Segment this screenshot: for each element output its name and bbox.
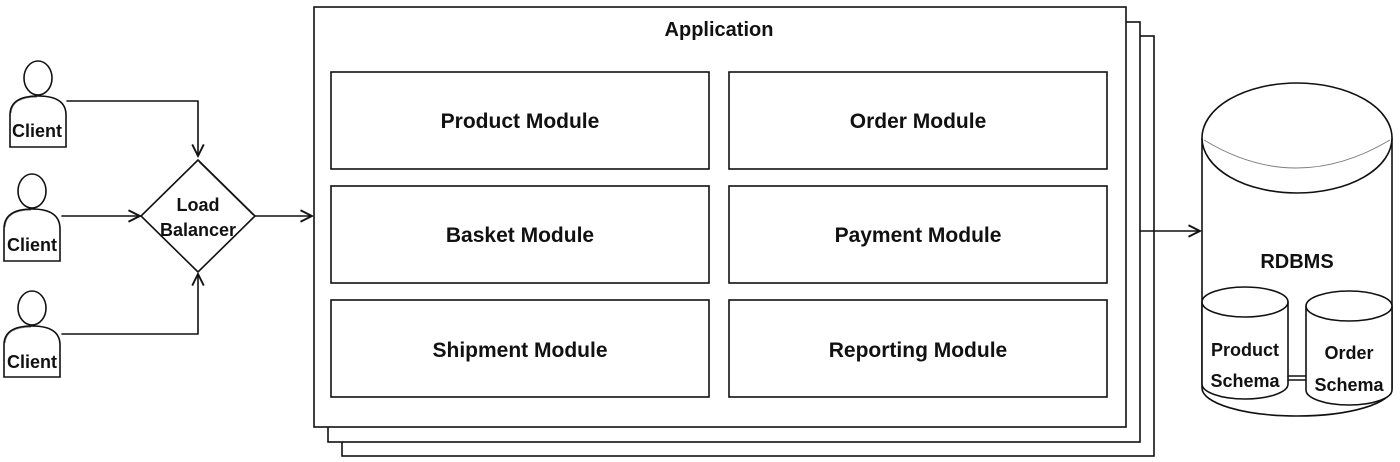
client-2: Client [3,173,61,262]
module-payment: Payment Module [728,185,1108,284]
client-3: Client [3,290,61,378]
client-3-person-icon [3,290,61,378]
order-schema: Order Schema [1305,290,1393,406]
module-product: Product Module [330,71,710,170]
client-1: Client [9,60,67,148]
load-balancer-diamond [139,158,257,274]
load-balancer-label-line2: Balancer [160,220,236,240]
module-basket-label: Basket Module [446,224,594,247]
order-schema-label-line2: Schema [1314,375,1384,395]
order-schema-label-line1: Order [1324,343,1373,363]
rdbms-cylinder-top [1201,82,1393,194]
module-product-label: Product Module [441,110,600,133]
product-schema: Product Schema [1201,286,1289,400]
product-schema-label-line1: Product [1211,340,1279,360]
client-1-person-icon [9,60,67,148]
rdbms-label: RDBMS [1260,251,1333,273]
client-1-label: Client [12,121,62,141]
module-reporting: Reporting Module [728,299,1108,398]
module-reporting-label: Reporting Module [829,339,1007,362]
module-shipment: Shipment Module [330,299,710,398]
product-schema-label-line2: Schema [1210,371,1280,391]
module-payment-label: Payment Module [835,224,1002,247]
client-2-label: Client [7,235,57,255]
module-basket: Basket Module [330,185,710,284]
client-2-person-icon [3,173,61,262]
connector-client-1-to-lb [66,100,198,156]
connector-client-3-to-lb [61,274,198,335]
application-title: Application [665,19,774,41]
client-3-label: Client [7,352,57,372]
application: Application Product Module Order Module … [313,6,1155,457]
module-order-label: Order Module [850,110,987,133]
load-balancer-label-line1: Load [177,195,220,215]
module-order: Order Module [728,71,1108,170]
module-shipment-label: Shipment Module [433,339,608,362]
rdbms-database: RDBMS Product Schema Order Schema [1201,82,1393,417]
load-balancer: Load Balancer [139,158,257,274]
